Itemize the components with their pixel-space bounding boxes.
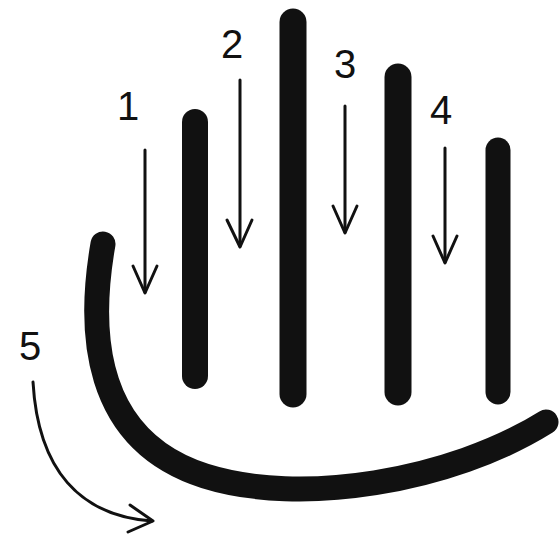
callout-number: 4 <box>430 90 452 130</box>
arrow-3 <box>333 106 357 233</box>
thumb-curve <box>97 244 546 489</box>
callout-number: 2 <box>221 24 243 64</box>
finger-bar <box>385 77 412 392</box>
finger-bar <box>182 122 208 376</box>
finger-bar <box>486 150 511 392</box>
arrow-1 <box>133 150 157 293</box>
callout-number: 3 <box>334 44 356 84</box>
arrow-5 <box>33 382 153 532</box>
callout-number: 5 <box>19 326 41 366</box>
arrow-2 <box>227 80 252 247</box>
finger-bar <box>280 22 307 394</box>
arrow-4 <box>433 148 457 263</box>
callout-number: 1 <box>117 86 139 126</box>
